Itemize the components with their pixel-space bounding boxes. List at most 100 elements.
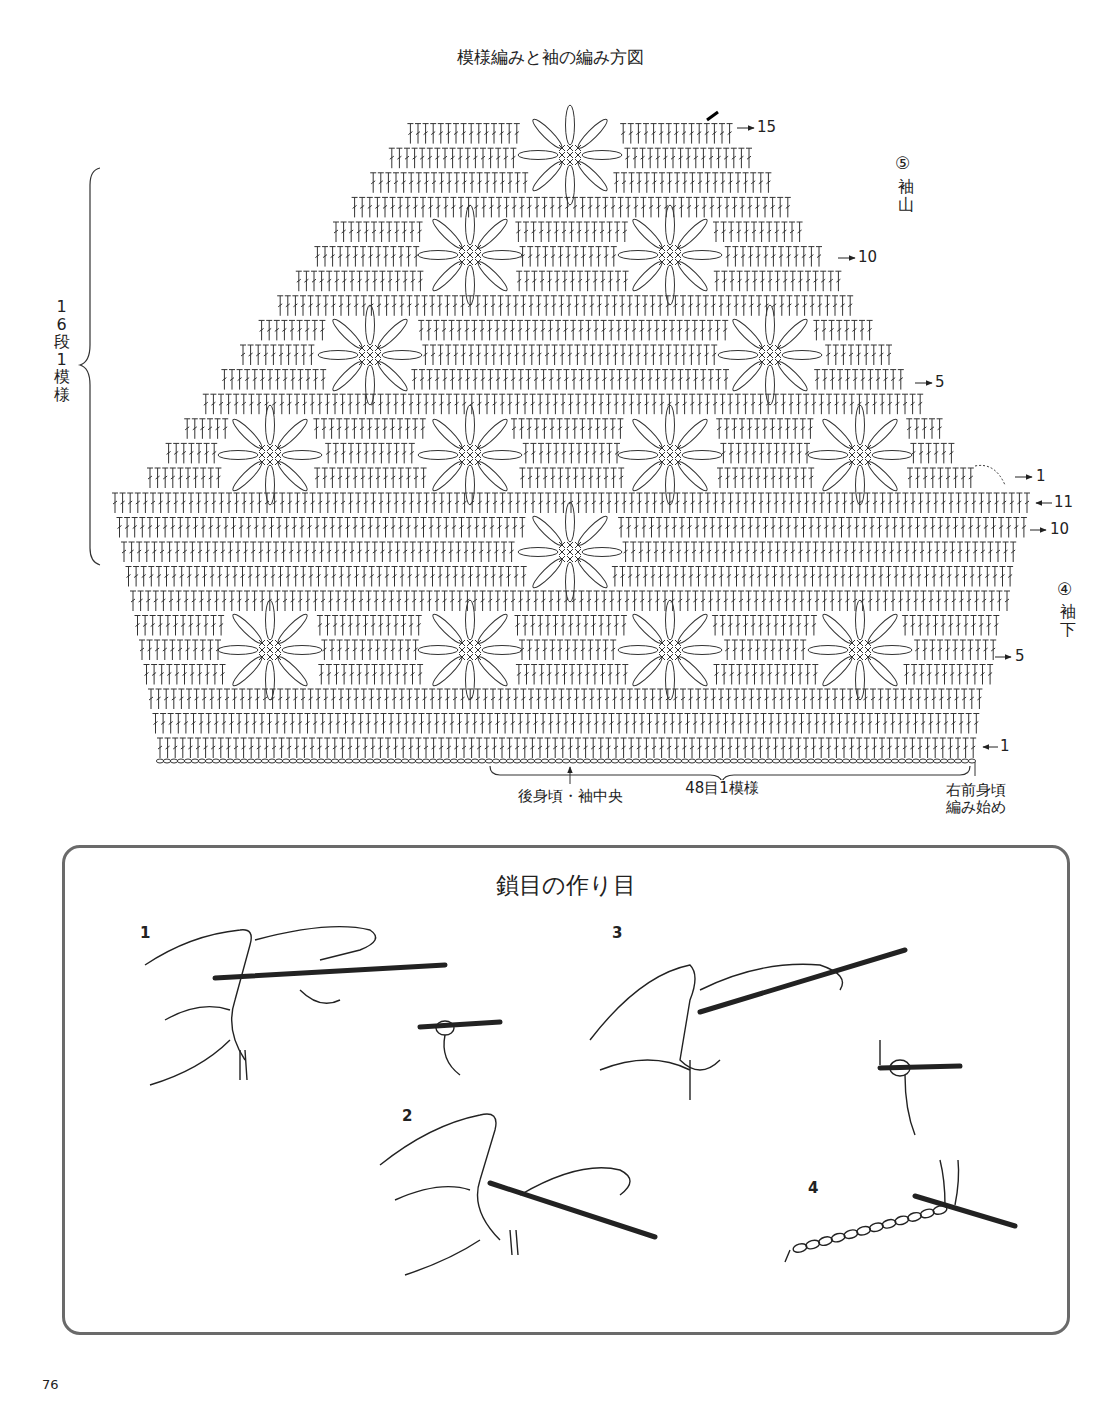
chain-loop bbox=[566, 562, 575, 602]
chain-loop bbox=[482, 451, 522, 460]
chain-loop bbox=[666, 405, 675, 445]
chart-title: 模様編みと袖の編み方図 bbox=[0, 48, 1100, 68]
chain-loop bbox=[808, 646, 848, 655]
chain-loop bbox=[675, 459, 710, 494]
chart-label: 右前身頃 編み始め bbox=[938, 782, 1014, 817]
chain-loop bbox=[482, 646, 522, 655]
chain-loop bbox=[630, 611, 665, 646]
chain-loop bbox=[230, 611, 265, 646]
chain-loop bbox=[275, 611, 310, 646]
chain-loop bbox=[330, 316, 365, 351]
chain-loop bbox=[856, 660, 865, 700]
chain-loop bbox=[865, 611, 900, 646]
chain-loop bbox=[820, 654, 855, 689]
chart-label: ⑤ bbox=[895, 154, 910, 174]
chain-loop bbox=[872, 646, 912, 655]
chart-label: 48目1模様 bbox=[685, 780, 759, 797]
chain-loop bbox=[675, 654, 710, 689]
single-crochet bbox=[259, 640, 281, 660]
chain-loop bbox=[266, 600, 275, 640]
step-number: 1 bbox=[140, 925, 150, 942]
single-crochet bbox=[459, 245, 481, 265]
chain-loop bbox=[675, 259, 710, 294]
chain-loop bbox=[418, 251, 458, 260]
chain-loop bbox=[666, 660, 675, 700]
chain-loop bbox=[618, 646, 658, 655]
chain-loop bbox=[575, 556, 610, 591]
join-curve bbox=[975, 465, 1005, 485]
single-crochet bbox=[659, 640, 681, 660]
chain-loop bbox=[630, 459, 665, 494]
chain-loop bbox=[566, 105, 575, 145]
chain-loop bbox=[630, 259, 665, 294]
chain-loop bbox=[865, 416, 900, 451]
chain-loop bbox=[482, 251, 522, 260]
single-crochet bbox=[559, 542, 581, 562]
chain-loop bbox=[430, 259, 465, 294]
chain-loop bbox=[872, 451, 912, 460]
yarn-end bbox=[707, 112, 718, 120]
chain-loop bbox=[775, 316, 810, 351]
chain-loop bbox=[230, 459, 265, 494]
row-arrow bbox=[995, 657, 1011, 658]
chain-loop bbox=[282, 646, 322, 655]
row-arrow bbox=[1036, 503, 1052, 504]
chain-loop bbox=[582, 151, 622, 160]
single-crochet bbox=[849, 445, 871, 465]
chart-label: 5 bbox=[1015, 648, 1025, 665]
chain-loop bbox=[430, 216, 465, 251]
chain-loop bbox=[275, 654, 310, 689]
chain-loop bbox=[530, 513, 565, 548]
chain-loop bbox=[675, 611, 710, 646]
chain-loop bbox=[675, 216, 710, 251]
chain-loop bbox=[230, 654, 265, 689]
chart-label: 後身頃・袖中央 bbox=[518, 788, 623, 805]
chain-loop bbox=[666, 205, 675, 245]
row-bracket bbox=[80, 168, 100, 565]
chain-loop bbox=[820, 611, 855, 646]
chart-label: 袖山 bbox=[896, 178, 915, 213]
row-arrow bbox=[915, 383, 932, 384]
chain-loop bbox=[518, 548, 558, 557]
single-crochet bbox=[849, 640, 871, 660]
chart-label: 16段1模様 bbox=[52, 298, 71, 404]
single-crochet bbox=[759, 345, 781, 365]
chart-label: 15 bbox=[757, 119, 776, 136]
chain-loop bbox=[466, 205, 475, 245]
row-arrow bbox=[983, 747, 998, 748]
chain-loop bbox=[575, 159, 610, 194]
chain-loop bbox=[856, 405, 865, 445]
chain-loop bbox=[518, 151, 558, 160]
chain-loop bbox=[266, 405, 275, 445]
chain-loop bbox=[475, 259, 510, 294]
double-crochet bbox=[112, 124, 1030, 758]
chain-loop bbox=[430, 416, 465, 451]
chain-loop bbox=[475, 654, 510, 689]
chart-label: 5 bbox=[935, 374, 945, 391]
chain-loop bbox=[318, 351, 358, 360]
chain-loop bbox=[666, 600, 675, 640]
chain-loop bbox=[418, 646, 458, 655]
chain-loop bbox=[618, 251, 658, 260]
chain-loop bbox=[475, 611, 510, 646]
chain-loop bbox=[865, 654, 900, 689]
chain-loop bbox=[418, 451, 458, 460]
step-number: 2 bbox=[402, 1108, 412, 1125]
chain-loop bbox=[582, 548, 622, 557]
single-crochet bbox=[659, 445, 681, 465]
chain-loop bbox=[266, 465, 275, 505]
flower-motifs bbox=[218, 105, 912, 700]
chain-loop bbox=[266, 660, 275, 700]
step-number: 4 bbox=[808, 1180, 818, 1197]
chain-loop bbox=[275, 459, 310, 494]
chain-loop bbox=[282, 451, 322, 460]
chain-loop bbox=[630, 654, 665, 689]
stitch-grid bbox=[112, 124, 1030, 758]
chain-loop bbox=[575, 513, 610, 548]
foundation-chain bbox=[156, 759, 975, 763]
chain-loop bbox=[330, 359, 365, 394]
chart-label: 袖下 bbox=[1058, 603, 1077, 638]
chain-loop bbox=[530, 116, 565, 151]
chain-loop bbox=[382, 351, 422, 360]
chain-loop bbox=[682, 251, 722, 260]
